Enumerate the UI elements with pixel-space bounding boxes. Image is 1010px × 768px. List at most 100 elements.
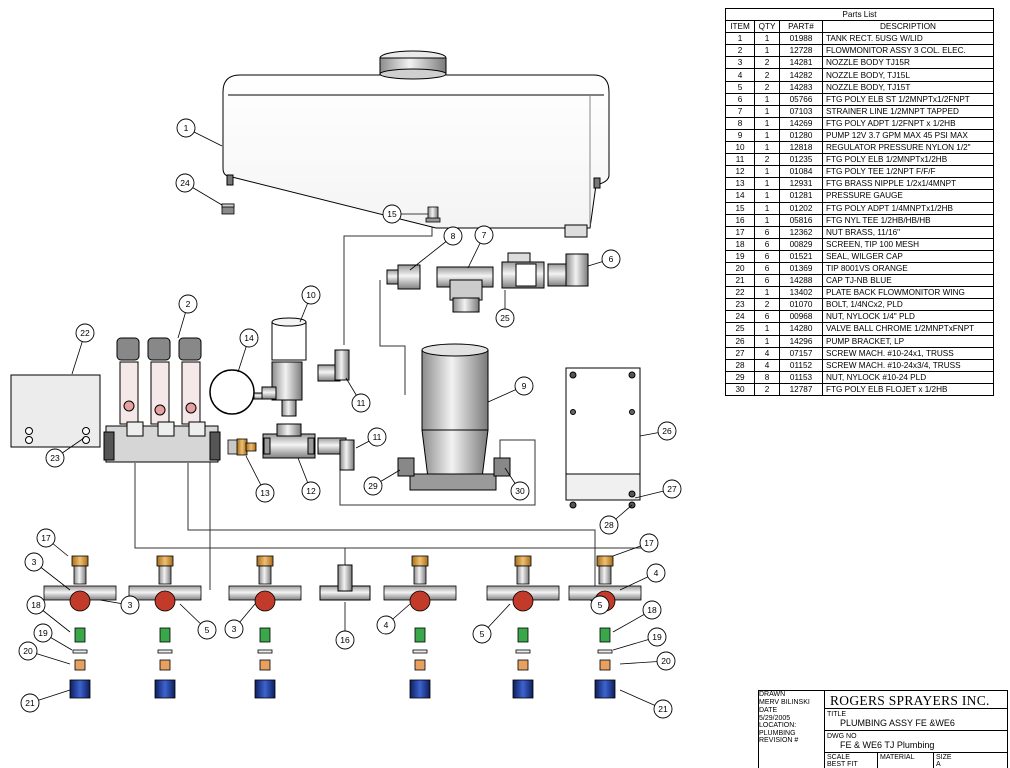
item-balloon: 21 <box>653 699 673 719</box>
pump-12v <box>397 343 511 491</box>
item-balloon-number: 13 <box>260 488 270 498</box>
parts-list-cell: BOLT, 1/4NCx2, PLD <box>822 298 994 312</box>
parts-list-cell: 6 <box>725 92 755 106</box>
parts-list-cell: SCREW MACH. #10-24x3/4, TRUSS <box>822 358 994 372</box>
parts-list-cell: FTG POLY ELB 1/2MNPTx1/2HB <box>822 153 994 167</box>
nozzle-body-assembly <box>383 555 457 699</box>
parts-list-cell: 17 <box>725 225 755 239</box>
item-balloon: 7 <box>474 225 494 245</box>
item-balloon-number: 18 <box>31 600 41 610</box>
title-label: TITLE <box>827 711 847 718</box>
item-balloon-number: 25 <box>500 313 510 323</box>
item-balloon-number: 5 <box>598 600 603 610</box>
parts-list-cell: 22 <box>725 286 755 300</box>
item-balloon-number: 22 <box>80 328 90 338</box>
item-balloon-number: 17 <box>644 538 654 548</box>
parts-list-cell: 14288 <box>779 274 823 288</box>
pressure-gauge <box>209 369 269 415</box>
item-balloon-number: 9 <box>522 381 527 391</box>
parts-list-cell: 01281 <box>779 189 823 203</box>
parts-list-cell: FTG POLY TEE 1/2NPT F/F/F <box>822 165 994 179</box>
parts-list-header-cell: QTY <box>754 20 780 34</box>
parts-list-cell: 1 <box>754 334 780 348</box>
parts-list-cell: 12931 <box>779 177 823 191</box>
item-balloon-number: 21 <box>25 698 35 708</box>
parts-list-header-cell: ITEM <box>725 20 755 34</box>
parts-list-cell: 21 <box>725 274 755 288</box>
poly-elbow-fitting <box>317 349 350 382</box>
item-balloon: 12 <box>301 481 321 501</box>
parts-list-cell: 14 <box>725 189 755 203</box>
parts-list-cell: 3 <box>725 56 755 70</box>
item-balloon-number: 5 <box>480 629 485 639</box>
parts-list-cell: 2 <box>754 153 780 167</box>
nylock-nut-24 <box>221 203 235 215</box>
item-balloon-number: 16 <box>340 635 350 645</box>
revision-label: REVISION # <box>759 737 799 744</box>
parts-list-cell: 01280 <box>779 128 823 143</box>
parts-list-cell: 14283 <box>779 80 823 94</box>
item-balloon: 8 <box>443 226 463 246</box>
item-balloon: 6 <box>601 249 621 269</box>
ball-valve <box>501 252 545 289</box>
scale-label: SCALE <box>827 754 850 761</box>
poly-elbow-fitting <box>317 437 355 471</box>
hose-lines <box>134 222 650 590</box>
item-balloon-number: 21 <box>658 704 668 714</box>
parts-list-cell: 6 <box>754 310 780 324</box>
parts-list-cell: NUT, NYLOCK #10-24 PLD <box>822 370 994 384</box>
item-balloon-number: 3 <box>232 624 237 634</box>
nozzle-body-assembly <box>43 555 117 699</box>
parts-list-cell: 12 <box>725 165 755 179</box>
adapter-fitting-15 <box>425 206 441 223</box>
line-strainer <box>436 266 494 313</box>
parts-list-cell: 18 <box>725 237 755 251</box>
item-balloon: 17 <box>36 528 56 548</box>
nozzle-body-assembly <box>486 555 560 699</box>
item-balloon-number: 27 <box>667 484 677 494</box>
item-balloon-number: 17 <box>41 533 51 543</box>
parts-list-cell: 2 <box>754 80 780 94</box>
item-balloon: 15 <box>382 204 402 224</box>
parts-list-cell: 2 <box>754 382 780 397</box>
item-balloon-number: 18 <box>647 605 657 615</box>
item-balloon: 9 <box>514 376 534 396</box>
item-balloon: 25 <box>495 308 515 328</box>
parts-list-cell: 01235 <box>779 153 823 167</box>
parts-list-cell: 1 <box>754 189 780 203</box>
pressure-regulator <box>261 317 307 417</box>
drawn-by: MERV BILINSKI <box>759 699 810 706</box>
item-balloon: 17 <box>639 533 659 553</box>
parts-list-cell: 2 <box>725 44 755 58</box>
parts-list-cell: VALVE BALL CHROME 1/2MNPTxFNPT <box>822 322 994 336</box>
parts-list-cell: 1 <box>754 165 780 179</box>
item-balloon-number: 20 <box>23 646 33 656</box>
parts-list-cell: 29 <box>725 370 755 384</box>
item-balloon-number: 4 <box>654 568 659 578</box>
parts-list-cell: 01521 <box>779 249 823 263</box>
item-balloon: 29 <box>363 476 383 496</box>
date-value: 5/29/2005 <box>759 715 791 722</box>
item-balloon: 3 <box>120 595 140 615</box>
item-balloon: 3 <box>224 619 244 639</box>
item-balloon: 23 <box>45 448 65 468</box>
parts-list-cell: 16 <box>725 213 755 227</box>
item-balloon: 5 <box>197 620 217 640</box>
item-balloon-number: 11 <box>357 398 366 408</box>
parts-list-cell: 14282 <box>779 68 823 82</box>
parts-list-cell: 12362 <box>779 225 823 239</box>
parts-list-cell: FTG POLY ELB FLOJET x 1/2HB <box>822 382 994 397</box>
